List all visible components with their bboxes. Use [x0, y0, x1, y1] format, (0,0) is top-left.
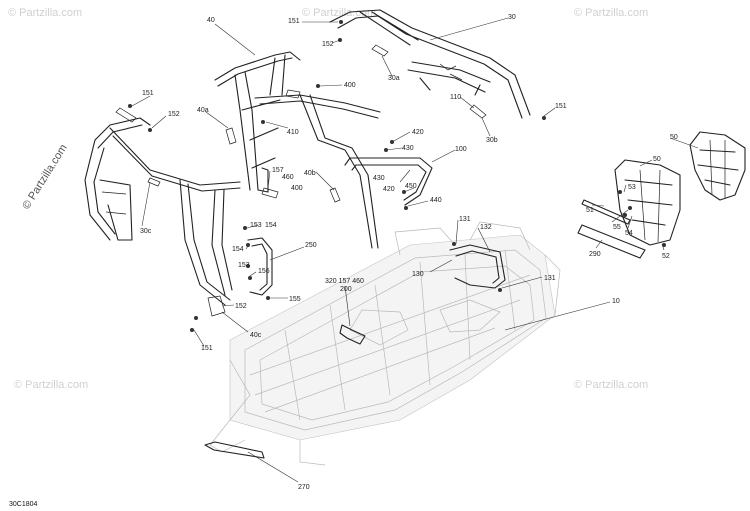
callout-131-top: 131 [459, 216, 471, 223]
part-left-side-cage [84, 117, 241, 306]
callout-30: 30 [508, 14, 516, 21]
callout-132: 132 [480, 224, 492, 231]
callout-151-left: 151 [142, 90, 154, 97]
callout-153-mid: 153 [238, 262, 250, 269]
callout-430-mid: 430 [373, 175, 385, 182]
callout-200: 200 [340, 286, 352, 293]
callout-131-bottom: 131 [544, 275, 556, 282]
callout-420-mid: 420 [383, 186, 395, 193]
callout-55: 55 [613, 224, 621, 231]
part-40-front-cage [214, 51, 381, 249]
watermark-left-vertical: © Partzilla.com [20, 142, 69, 211]
part-30-rear-cage [329, 9, 531, 119]
callout-155: 155 [289, 296, 301, 303]
callout-40b: 40b [304, 170, 316, 177]
part-51-strip [581, 199, 631, 225]
callout-40: 40 [207, 17, 215, 24]
callout-30a: 30a [388, 75, 400, 82]
callout-157: 157 [272, 167, 284, 174]
callout-154-top: 154 [265, 222, 277, 229]
callout-30c: 30c [140, 228, 152, 235]
part-290-plate [577, 224, 646, 259]
callout-250: 250 [305, 242, 317, 249]
callout-156: 156 [258, 268, 270, 275]
callout-100: 100 [455, 146, 467, 153]
callout-53: 53 [628, 184, 636, 191]
callout-40c: 40c [250, 332, 262, 339]
callout-10: 10 [612, 298, 620, 305]
diagram-code: 30C1804 [9, 501, 38, 508]
callout-154-mid: 154 [232, 246, 244, 253]
callout-labels: 40 151 152 30 30a 400 151 152 40a 410 11… [140, 14, 678, 491]
callout-110: 110 [450, 94, 461, 101]
callout-420-top: 420 [412, 129, 424, 136]
callout-320-157-460: 320 157 460 [325, 278, 364, 285]
part-100-grab-handle [344, 157, 433, 206]
callout-410: 410 [287, 129, 299, 136]
callout-152-bottom: 152 [235, 303, 247, 310]
watermark-top-right: © Partzilla.com [574, 7, 648, 19]
part-200-bracket [339, 324, 366, 345]
callout-130: 130 [412, 271, 424, 278]
callout-30b: 30b [486, 137, 498, 144]
callout-51: 51 [586, 207, 594, 214]
callout-290: 290 [589, 251, 601, 258]
leader-lines [131, 17, 699, 483]
watermark-bottom-right: © Partzilla.com [574, 379, 648, 391]
callout-52: 52 [662, 253, 670, 260]
watermark-bottom-left: © Partzilla.com [14, 379, 88, 391]
callout-152-top: 152 [322, 41, 334, 48]
callout-40a: 40a [197, 107, 209, 114]
callout-400-top: 400 [344, 82, 356, 89]
part-270-skid-bar [204, 441, 265, 459]
callout-151-bottom: 151 [201, 345, 213, 352]
callout-151-right: 151 [555, 103, 567, 110]
callout-50-large: 50 [670, 134, 678, 141]
watermark-top-center: © Partzilla.com [302, 7, 376, 19]
callout-440: 440 [430, 197, 442, 204]
callout-430-top: 430 [402, 145, 414, 152]
callout-400-mid: 400 [291, 185, 303, 192]
callout-152-left: 152 [168, 111, 180, 118]
callout-151-top: 151 [288, 18, 300, 25]
callout-460: 460 [282, 174, 294, 181]
hardware-fasteners [115, 20, 666, 332]
part-250-side-bar [247, 237, 273, 296]
callout-153-top: 153 [250, 222, 262, 229]
base-frame-drawing [209, 221, 561, 466]
callout-450: 450 [405, 183, 417, 190]
watermark-top-left: © Partzilla.com [8, 7, 82, 19]
callout-270: 270 [298, 484, 310, 491]
part-50-cargo-rack-large [689, 131, 746, 201]
part-130-rear-handle [449, 244, 506, 289]
callout-50-small: 50 [653, 156, 661, 163]
callout-54: 54 [625, 230, 633, 237]
